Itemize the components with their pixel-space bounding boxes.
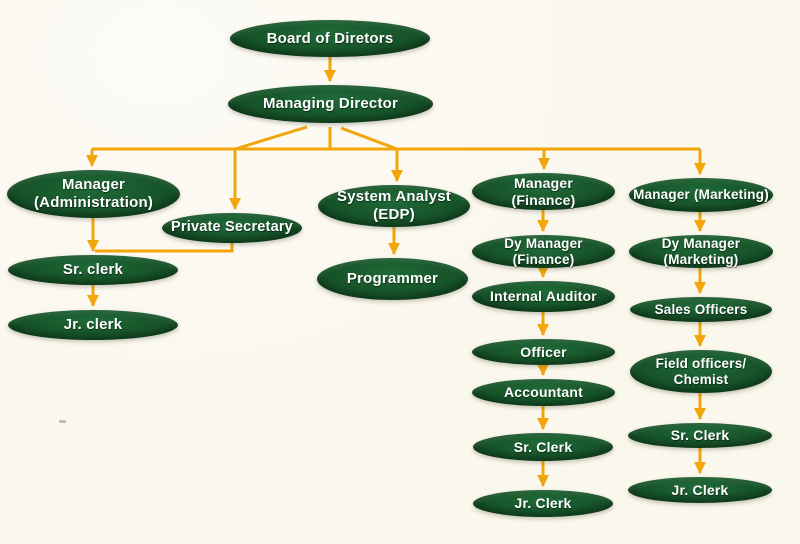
node-jr-clerk-admin: Jr. clerk — [8, 310, 178, 340]
node-board-of-directors: Board of Diretors — [230, 20, 430, 57]
node-sales-officers: Sales Officers — [630, 297, 772, 322]
node-sr-clerk-finance: Sr. Clerk — [473, 433, 613, 461]
node-system-analyst-edp: System Analyst (EDP) — [318, 185, 470, 227]
node-officer: Officer — [472, 339, 615, 365]
node-field-officers-chemist: Field officers/ Chemist — [630, 350, 772, 393]
node-sr-clerk-admin: Sr. clerk — [8, 255, 178, 285]
node-accountant: Accountant — [472, 379, 615, 406]
node-managing-director: Managing Director — [228, 85, 433, 123]
node-dy-manager-finance: Dy Manager (Finance) — [472, 235, 615, 268]
node-dy-manager-marketing: Dy Manager (Marketing) — [629, 235, 773, 268]
node-private-secretary: Private Secretary — [162, 213, 302, 243]
arrow-lines — [86, 57, 706, 487]
scan-artifact-speck — [59, 420, 66, 423]
node-manager-finance: Manager (Finance) — [472, 173, 615, 210]
node-manager-marketing: Manager (Marketing) — [629, 178, 773, 212]
node-programmer: Programmer — [317, 258, 468, 300]
node-jr-clerk-finance: Jr. Clerk — [473, 490, 613, 517]
node-sr-clerk-marketing: Sr. Clerk — [628, 423, 772, 448]
node-jr-clerk-marketing: Jr. Clerk — [628, 477, 772, 503]
node-internal-auditor: Internal Auditor — [472, 281, 615, 312]
node-manager-administration: Manager (Administration) — [7, 170, 180, 218]
